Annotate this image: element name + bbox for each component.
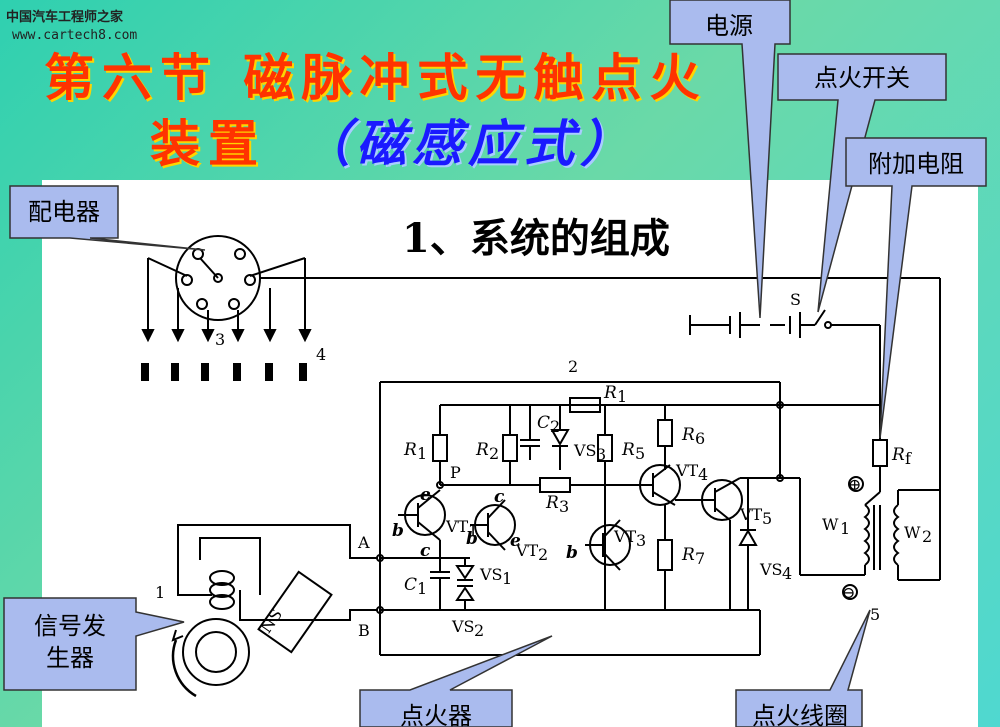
slide-title-line2: 装置 [150, 114, 266, 173]
callout-igniter-text: 点火器 [400, 702, 472, 727]
callout-signal-generator-text-1: 信号发 [34, 612, 106, 640]
label-VS1: VS [479, 565, 503, 584]
label-VS1-sub: 1 [502, 569, 512, 588]
label-R7: R [681, 545, 695, 565]
label-VT1: VT [445, 517, 469, 536]
label-VT5: VT [739, 505, 763, 524]
label-2: 2 [568, 357, 578, 376]
label-b3: b [566, 543, 578, 563]
label-VS4: VS [759, 560, 783, 579]
label-P: P [450, 463, 461, 482]
label-W2: W [904, 523, 921, 542]
watermark-url: www.cartech8.com [12, 28, 138, 43]
callout-distributor-text: 配电器 [28, 198, 100, 226]
signal-generator [171, 524, 378, 698]
label-VS3-sub: 3 [596, 445, 606, 464]
label-W1-sub: 1 [840, 519, 850, 538]
label-b1: b [392, 521, 404, 541]
callout-extra-resistor: 附加电阻 [845, 137, 987, 439]
label-C1: C [404, 575, 417, 595]
label-R6-sub: 6 [695, 429, 705, 448]
label-VT4-sub: 4 [698, 465, 708, 484]
label-b2: b [466, 529, 478, 549]
label-S: S [790, 290, 801, 309]
callout-distributor: 配电器 [9, 185, 206, 251]
diagram-labels: 3 4 2 1 5 S P A B R 1 R 1 R 2 R 3 R 5 R … [155, 290, 932, 640]
label-VS2-sub: 2 [474, 621, 484, 640]
watermark-site-name: 中国汽车工程师之家 [6, 10, 124, 25]
callout-igniter: 点火器 [359, 635, 553, 727]
label-R2: R [475, 440, 489, 460]
label-e2: e [510, 531, 521, 551]
label-3: 3 [215, 330, 225, 349]
label-e1: e [420, 485, 431, 505]
label-Rf: R [891, 445, 905, 465]
callout-ignition-coil: 点火线圈 [735, 609, 871, 727]
label-C2: C [537, 413, 550, 433]
label-R2-sub: 2 [489, 444, 499, 463]
label-VT3: VT [613, 527, 637, 546]
label-VT2: VT [515, 541, 539, 560]
reluctor-wheel [195, 631, 237, 673]
label-R1-top: R [603, 383, 617, 403]
distributor [147, 235, 941, 580]
battery-and-switch [689, 309, 881, 440]
callout-ignition-switch: 点火开关 [777, 53, 947, 313]
label-VT5-sub: 5 [762, 509, 772, 528]
label-VT1-sub: 1 [468, 521, 478, 540]
label-plus: ⊕ [848, 475, 861, 494]
label-1: 1 [155, 583, 165, 602]
label-Rf-sub: f [905, 449, 912, 468]
label-C2-sub: 2 [550, 417, 560, 436]
magnet [257, 570, 333, 654]
slide-title-line1: 第六节 磁脉冲式无触点火 [44, 48, 708, 107]
label-R7-sub: 7 [695, 549, 705, 568]
callout-ignition-switch-text: 点火开关 [814, 64, 910, 92]
label-c2: c [494, 487, 505, 507]
label-VS3: VS [573, 441, 597, 460]
label-R1-sub: 1 [417, 444, 427, 463]
label-5: 5 [870, 605, 880, 624]
label-W2-sub: 2 [922, 527, 932, 546]
label-VT3-sub: 3 [636, 531, 646, 550]
ignition-coil [759, 405, 940, 655]
section-heading: 1、系统的组成 [402, 215, 670, 262]
label-VT4: VT [675, 461, 699, 480]
label-A: A [357, 533, 370, 552]
callout-signal-generator: 信号发 生器 [3, 597, 185, 691]
label-minus: ⊖ [842, 583, 855, 602]
label-R5-sub: 5 [635, 444, 645, 463]
label-VT2-sub: 2 [538, 545, 548, 564]
label-VS2: VS [451, 617, 475, 636]
callout-signal-generator-text-2: 生器 [46, 644, 94, 672]
callout-extra-resistor-text: 附加电阻 [868, 150, 964, 178]
label-VS4-sub: 4 [782, 564, 792, 583]
igniter-circuit [376, 381, 880, 656]
label-R3-sub: 3 [559, 497, 569, 516]
label-R6: R [681, 425, 695, 445]
callout-power: 电源 [669, 0, 791, 319]
slide-title-subtitle: （磁感应式） [300, 114, 636, 173]
label-W1: W [822, 515, 839, 534]
label-4: 4 [316, 345, 326, 364]
label-c1: c [420, 541, 431, 561]
label-R1-top-sub: 1 [617, 387, 627, 406]
label-C1-sub: 1 [417, 579, 427, 598]
spark-plugs [141, 329, 312, 381]
label-R5: R [621, 440, 635, 460]
label-R3: R [545, 493, 559, 513]
callout-power-text: 电源 [705, 12, 753, 40]
callout-ignition-coil-text: 点火线圈 [752, 702, 848, 727]
label-R1: R [403, 440, 417, 460]
label-B: B [358, 621, 370, 640]
